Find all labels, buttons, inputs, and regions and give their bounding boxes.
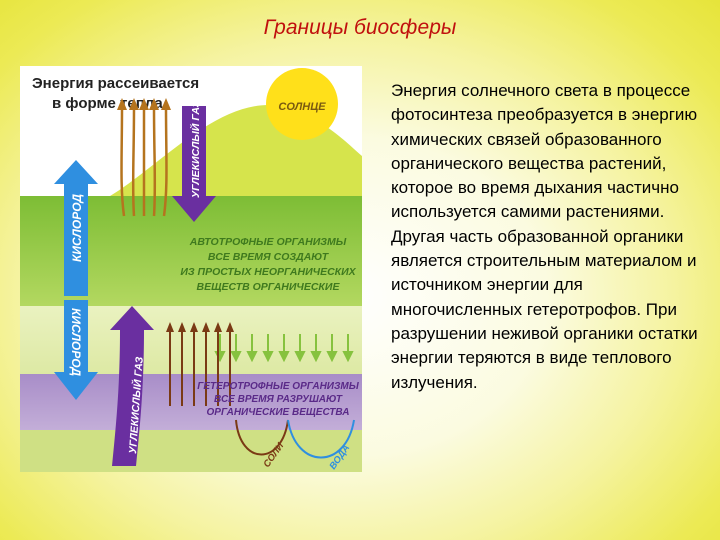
heat-arrowhead <box>129 98 139 110</box>
small-green-arrow <box>310 334 322 363</box>
oxygen-label-bottom: КИСЛОРОД <box>69 308 83 376</box>
heterotroph-line-2: ВСЕ ВРЕМЯ РАЗРУШАЮТ <box>214 394 343 405</box>
heat-arrowhead <box>161 98 171 110</box>
salt-curve <box>235 419 289 456</box>
small-green-arrow <box>294 334 306 363</box>
autotroph-line-4: ВЕЩЕСТВ ОРГАНИЧЕСКИЕ <box>197 281 341 293</box>
small-green-arrow <box>342 334 354 363</box>
heat-arrow <box>131 105 136 217</box>
heterotroph-line-3: ОРГАНИЧЕСКИЕ ВЕЩЕСТВА <box>207 407 350 418</box>
paragraph-heterotrophs: Другая часть образованной органики являе… <box>391 226 698 392</box>
heat-arrowhead <box>149 98 159 110</box>
heat-arrowhead <box>166 322 174 332</box>
water-curve <box>287 419 355 459</box>
co2-label-top: УГЛЕКИСЛЫЙ ГАЗ <box>189 100 202 198</box>
small-green-arrow <box>230 334 242 363</box>
heat-arrowhead <box>202 322 210 332</box>
mineral-cycle-curves <box>235 419 355 459</box>
autotroph-line-1: АВТОТРОФНЫЕ ОРГАНИЗМЫ <box>189 236 347 248</box>
slide-title: Границы биосферы <box>263 16 457 39</box>
heat-arrow <box>120 105 126 217</box>
sun-shape <box>266 68 338 140</box>
biosphere-diagram: СОЛНЦЕ Энергия рассеивается в форме тепл… <box>20 66 362 472</box>
sun-label: СОЛНЦЕ <box>278 101 326 113</box>
small-green-arrow <box>278 334 290 363</box>
bottom-band <box>20 430 362 472</box>
small-green-arrows <box>214 334 354 363</box>
heat-arrowhead <box>139 98 149 110</box>
heat-arrow <box>162 105 168 217</box>
small-green-arrow <box>262 334 274 363</box>
heat-arrowhead <box>226 322 234 332</box>
heat-arrowhead <box>214 322 222 332</box>
heat-arrows <box>120 105 168 217</box>
co2-arrow-down: УГЛЕКИСЛЫЙ ГАЗ <box>172 100 216 222</box>
heat-arrowhead <box>178 322 186 332</box>
autotroph-line-2: ВСЕ ВРЕМЯ СОЗДАЮТ <box>208 251 330 263</box>
small-green-arrow <box>246 334 258 363</box>
autotroph-line-3: ИЗ ПРОСТЫХ НЕОРГАНИЧЕСКИХ <box>180 266 356 278</box>
description-text: Энергия солнечного света в процессе фото… <box>391 79 713 395</box>
paragraph-photosynthesis: Энергия солнечного света в процессе фото… <box>391 81 698 222</box>
oxygen-label-top: КИСЛОРОД <box>70 194 84 262</box>
small-green-arrow <box>326 334 338 363</box>
heat-caption-line1: Энергия рассеивается <box>32 75 199 92</box>
heterotroph-line-1: ГЕТЕРОТРОФНЫЕ ОРГАНИЗМЫ <box>197 381 360 392</box>
heterotroph-heat-arrows <box>169 328 231 406</box>
heat-arrow <box>152 105 157 217</box>
oxygen-arrow-up: КИСЛОРОД <box>54 160 98 296</box>
heat-arrowhead <box>117 98 127 110</box>
heterotroph-heat-arrowheads <box>166 322 234 332</box>
heat-arrowhead <box>190 322 198 332</box>
heat-arrowheads <box>117 98 171 110</box>
oxygen-arrow-down: КИСЛОРОД <box>54 300 98 400</box>
